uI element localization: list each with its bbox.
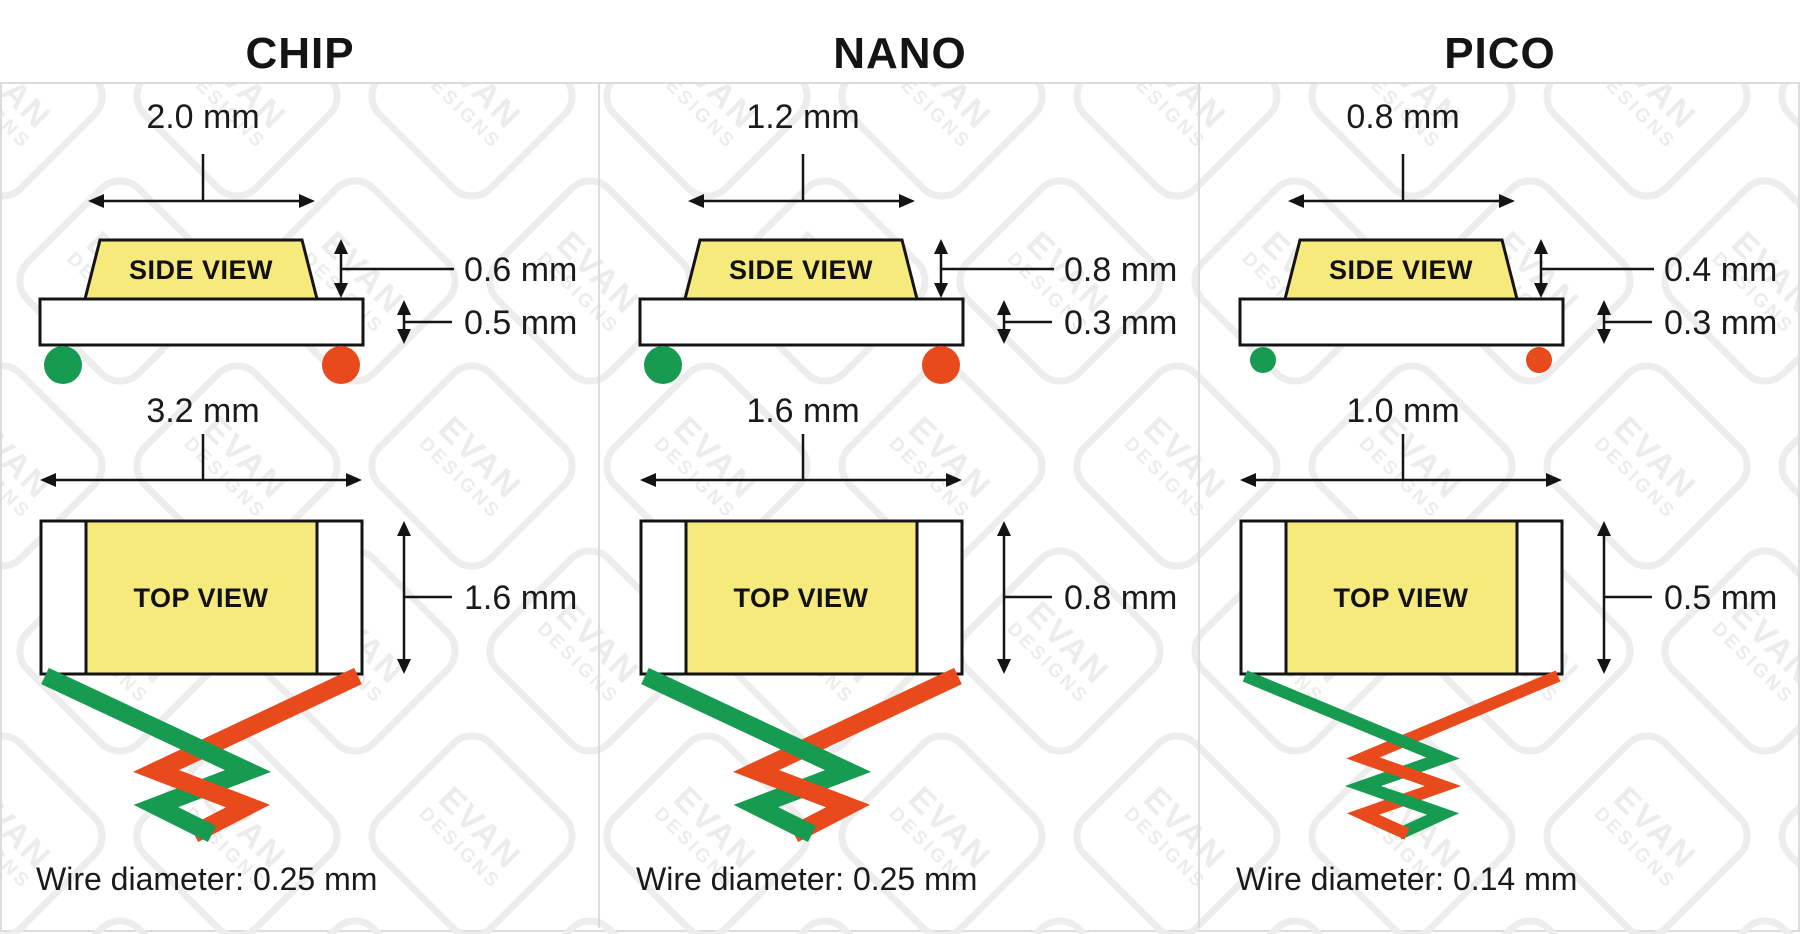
nano-board-height-label: 0.3 mm: [1064, 304, 1177, 342]
side-view-board: [38, 297, 365, 347]
arrow-up-icon: [334, 239, 348, 254]
red-wire-over: [152, 762, 252, 815]
arrow-up-icon: [1534, 239, 1548, 254]
arrow-right-icon: [899, 194, 915, 208]
green-lead-dot: [44, 346, 82, 384]
nano-lens-height-label: 0.8 mm: [1064, 251, 1177, 289]
arrow-down-icon: [334, 283, 348, 298]
pico-top-height-label: 0.5 mm: [1664, 579, 1777, 617]
top-view-label: TOP VIEW: [733, 583, 868, 613]
red-wire-over: [752, 762, 852, 815]
arrow-right-icon: [1546, 473, 1562, 487]
nano-diagram: 1.2 mm SIDE VIEW 0.8 mm 0.3 mm 1.6 mm: [636, 98, 1177, 897]
arrow-down-icon: [997, 329, 1011, 344]
red-wire-over: [1361, 752, 1445, 792]
arrow-up-icon: [1597, 521, 1611, 536]
side-view-board: [1238, 297, 1565, 347]
red-wire: [1346, 670, 1561, 840]
arrow-left-icon: [88, 194, 104, 208]
green-wire: [1242, 670, 1460, 840]
top-view-label: TOP VIEW: [133, 583, 268, 613]
red-wire-over: [1360, 808, 1410, 840]
column-chip: 2.0 mm SIDE VIEW 0.6 mm 0.5 mm 3.2 m: [0, 82, 600, 928]
top-view-label: TOP VIEW: [1333, 583, 1468, 613]
column-nano: 1.2 mm SIDE VIEW 0.8 mm 0.3 mm 1.6 mm: [600, 82, 1200, 928]
pico-board-height-label: 0.3 mm: [1664, 304, 1777, 342]
red-lead-dot: [322, 346, 360, 384]
column-titles: CHIP NANO PICO: [0, 0, 1800, 82]
arrow-up-icon: [397, 300, 411, 315]
pico-side-width-label: 0.8 mm: [1346, 98, 1459, 136]
nano-top-height-label: 0.8 mm: [1064, 579, 1177, 617]
arrow-up-icon: [997, 521, 1011, 536]
chip-diagram: 2.0 mm SIDE VIEW 0.6 mm 0.5 mm 3.2 m: [36, 98, 577, 897]
red-lead-dot: [1526, 347, 1552, 373]
arrow-left-icon: [640, 473, 656, 487]
arrow-up-icon: [997, 300, 1011, 315]
arrow-left-icon: [1288, 194, 1304, 208]
red-wire: [732, 667, 962, 842]
green-wire: [641, 667, 872, 843]
arrow-down-icon: [1597, 659, 1611, 674]
arrow-right-icon: [346, 473, 362, 487]
green-wire: [41, 667, 272, 843]
side-view-board: [638, 297, 965, 347]
arrow-left-icon: [40, 473, 56, 487]
chip-top-height-label: 1.6 mm: [464, 579, 577, 617]
pico-lens-height-label: 0.4 mm: [1664, 251, 1777, 289]
nano-top-width-label: 1.6 mm: [746, 392, 859, 430]
side-view-label: SIDE VIEW: [129, 255, 273, 285]
panel-border-right: [1798, 82, 1800, 932]
pico-diagram: 0.8 mm SIDE VIEW 0.4 mm 0.3 mm 1.0 mm: [1236, 98, 1777, 897]
column-pico: 0.8 mm SIDE VIEW 0.4 mm 0.3 mm 1.0 mm: [1200, 82, 1800, 928]
red-wire: [132, 667, 362, 842]
title-pico: PICO: [1444, 29, 1556, 78]
title-nano: NANO: [833, 29, 967, 78]
chip-top-width-label: 3.2 mm: [146, 392, 259, 430]
arrow-up-icon: [1597, 300, 1611, 315]
arrow-right-icon: [1499, 194, 1515, 208]
arrow-up-icon: [397, 521, 411, 536]
nano-wire-note: Wire diameter: 0.25 mm: [636, 861, 977, 897]
arrow-up-icon: [934, 239, 948, 254]
side-view-label: SIDE VIEW: [729, 255, 873, 285]
top-view-lens: [84, 519, 319, 676]
chip-lens-height-label: 0.6 mm: [464, 251, 577, 289]
top-view-lens: [684, 519, 919, 676]
arrow-down-icon: [934, 283, 948, 298]
title-chip: CHIP: [245, 29, 355, 78]
panel-border-left: [0, 82, 2, 932]
arrow-down-icon: [1534, 283, 1548, 298]
arrow-left-icon: [688, 194, 704, 208]
green-lead-dot: [1250, 347, 1276, 373]
arrow-down-icon: [997, 659, 1011, 674]
pico-wire-note: Wire diameter: 0.14 mm: [1236, 861, 1577, 897]
arrow-left-icon: [1240, 473, 1256, 487]
green-lead-dot: [644, 346, 682, 384]
arrow-down-icon: [1597, 329, 1611, 344]
diagram-columns: 2.0 mm SIDE VIEW 0.6 mm 0.5 mm 3.2 m: [0, 82, 1800, 932]
side-view-label: SIDE VIEW: [1329, 255, 1473, 285]
arrow-down-icon: [397, 329, 411, 344]
pico-top-width-label: 1.0 mm: [1346, 392, 1459, 430]
chip-side-width-label: 2.0 mm: [146, 98, 259, 136]
arrow-right-icon: [299, 194, 315, 208]
arrow-down-icon: [397, 659, 411, 674]
top-view-lens: [1284, 519, 1519, 676]
red-lead-dot: [922, 346, 960, 384]
arrow-right-icon: [946, 473, 962, 487]
chip-board-height-label: 0.5 mm: [464, 304, 577, 342]
chip-wire-note: Wire diameter: 0.25 mm: [36, 861, 377, 897]
nano-side-width-label: 1.2 mm: [746, 98, 859, 136]
